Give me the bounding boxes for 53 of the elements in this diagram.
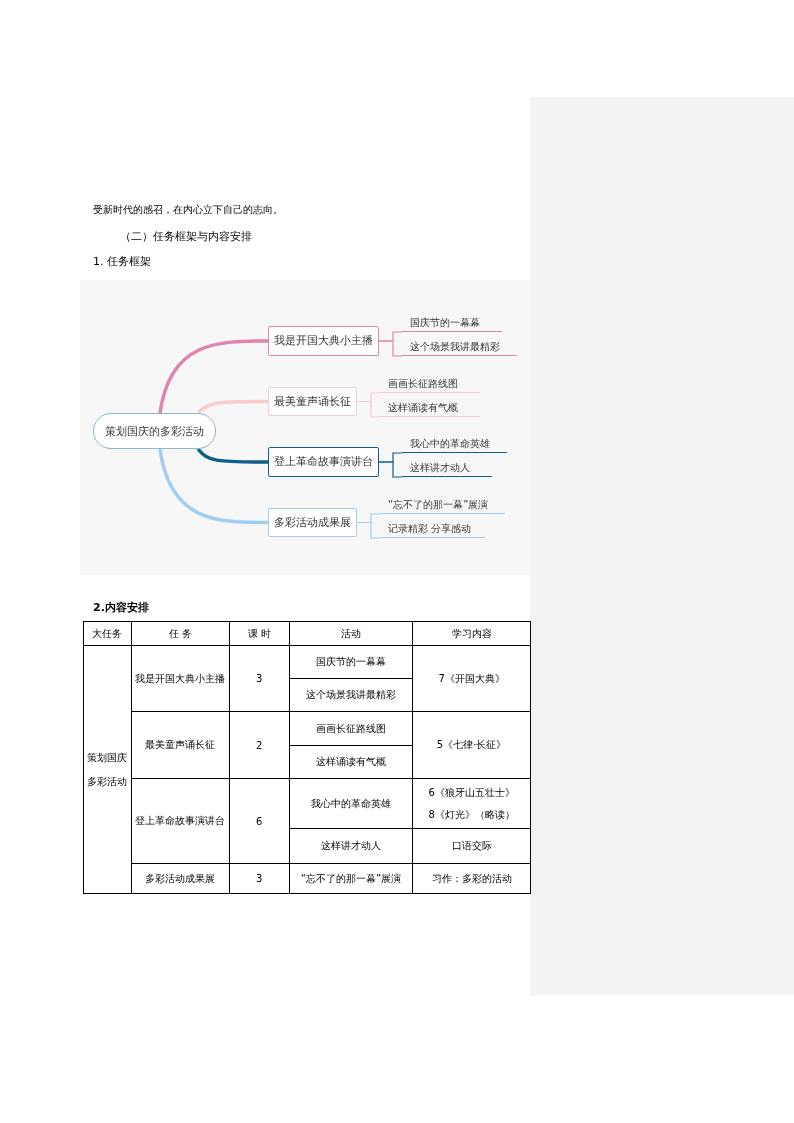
table-cell-text: 策划国庆多彩活动 — [86, 750, 129, 789]
section-heading: （二）任务框架与内容安排 — [120, 229, 252, 244]
subheading: 1. 任务框架 — [93, 254, 151, 269]
table-cell-text: 口语交际 — [451, 839, 492, 853]
table-cell-text: 这个场景我讲最精彩 — [305, 688, 396, 702]
table-cell-text: 5《七律·长征》 — [436, 738, 507, 752]
table-cell-text: 多彩活动成果展 — [145, 871, 216, 886]
subtopic-label: “忘不了的那一幕”展演 — [380, 496, 505, 514]
table-cell-text: 6《狼牙山五壮士》 — [428, 785, 515, 800]
subtopic-label: 记录精彩 分享感动 — [380, 520, 485, 538]
branch-line — [356, 392, 381, 403]
subtopic-label: 这样诵读有气概 — [380, 399, 480, 417]
branch-line — [378, 452, 403, 463]
column-header: 活动 — [340, 626, 361, 641]
body-text: 受新时代的感召，在内心立下自己的志向。 — [93, 203, 283, 217]
table-cell-text: 这样讲才动人 — [320, 839, 381, 853]
table-cell-text: 2 — [255, 739, 263, 751]
table-cell-text: 3 — [255, 673, 263, 684]
subtopic-label: 画画长征路线图 — [380, 375, 480, 393]
branch-line — [196, 399, 268, 415]
table-cell-text: 画画长征路线图 — [315, 721, 386, 736]
branch-line — [158, 339, 268, 414]
branch-line — [158, 448, 268, 525]
column-header: 课 时 — [247, 626, 271, 641]
subheading: 2.内容安排 — [93, 600, 149, 615]
branch-line — [378, 331, 403, 342]
central-topic: 策划国庆的多彩活动 — [93, 413, 216, 449]
table-cell-text: 登上革命故事演讲台 — [135, 814, 226, 828]
table-cell-text: 国庆节的一幕幕 — [315, 655, 386, 669]
table-cell-text: 我是开国大典小主播 — [135, 671, 226, 686]
table-cell-text: “忘不了的那一幕”展演 — [300, 871, 402, 886]
table-cell-text: 7《开国大典》 — [438, 671, 505, 686]
column-header: 任 务 — [168, 626, 192, 641]
subtopic-label: 这个场景我讲最精彩 — [402, 338, 517, 356]
subtopic-label: 国庆节的一幕幕 — [402, 314, 502, 332]
subtopic-label: 这样讲才动人 — [402, 459, 492, 477]
table-cell-text: 8《灯光》（略读） — [428, 807, 515, 822]
column-header: 学习内容 — [451, 626, 492, 641]
table-cell-text: 3 — [255, 873, 263, 884]
topic-box: 多彩活动成果展 — [268, 508, 357, 537]
table-cell-text: 我心中的革命英雄 — [310, 796, 391, 811]
topic-box: 登上革命故事演讲台 — [268, 447, 379, 477]
column-header: 大任务 — [92, 626, 123, 641]
topic-box: 最美童声诵长征 — [268, 387, 357, 416]
table-cell-text: 最美童声诵长征 — [145, 738, 216, 752]
table-cell-text: 这样诵读有气概 — [315, 755, 386, 769]
table-cell-text: 6 — [255, 815, 263, 827]
topic-box: 我是开国大典小主播 — [268, 326, 379, 356]
comment-sidebar — [530, 97, 794, 995]
branch-line — [356, 513, 381, 524]
table-cell-text: 习作：多彩的活动 — [431, 871, 512, 886]
branch-line — [196, 447, 268, 464]
subtopic-label: 我心中的革命英雄 — [402, 435, 507, 453]
